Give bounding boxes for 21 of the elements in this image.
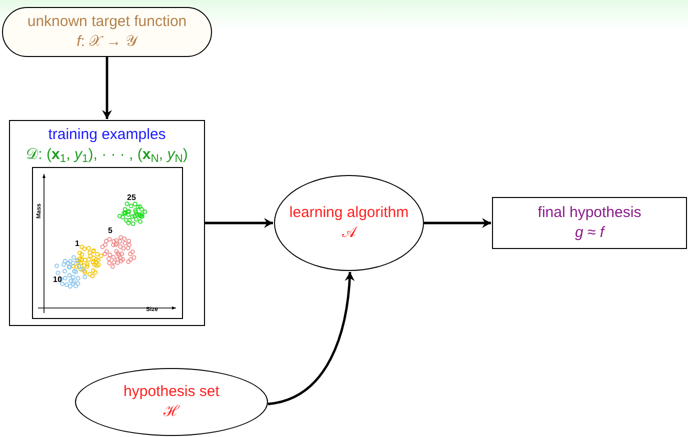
arrow [205, 218, 273, 228]
process-box [9, 120, 205, 326]
cluster-label: 5 [108, 227, 112, 235]
math-expression: 𝒟: (x$_{1}$, y$_{1}$), · · · , (x$_{N}$, y$_{N}$) [26, 145, 188, 165]
cluster-label: 25 [127, 194, 136, 202]
node-title: learning algorithm [289, 203, 409, 223]
arrow [268, 272, 354, 406]
node-title: training examples [48, 125, 166, 145]
arrow [102, 57, 112, 119]
terminal-box [2, 7, 212, 57]
math-expression: ℋ [164, 402, 180, 422]
math-expression: f: 𝒳 → 𝒴 [76, 32, 138, 52]
arrow [424, 218, 491, 228]
cluster-label: 10 [53, 276, 62, 284]
process-box [492, 197, 687, 249]
math-expression: 𝒜 [342, 223, 356, 243]
node-title: hypothesis set [124, 382, 220, 402]
node-title: unknown target function [27, 12, 187, 32]
cluster-label: 1 [75, 240, 80, 248]
node-title: final hypothesis [538, 203, 642, 223]
math-expression: g ≈ f [574, 223, 604, 243]
